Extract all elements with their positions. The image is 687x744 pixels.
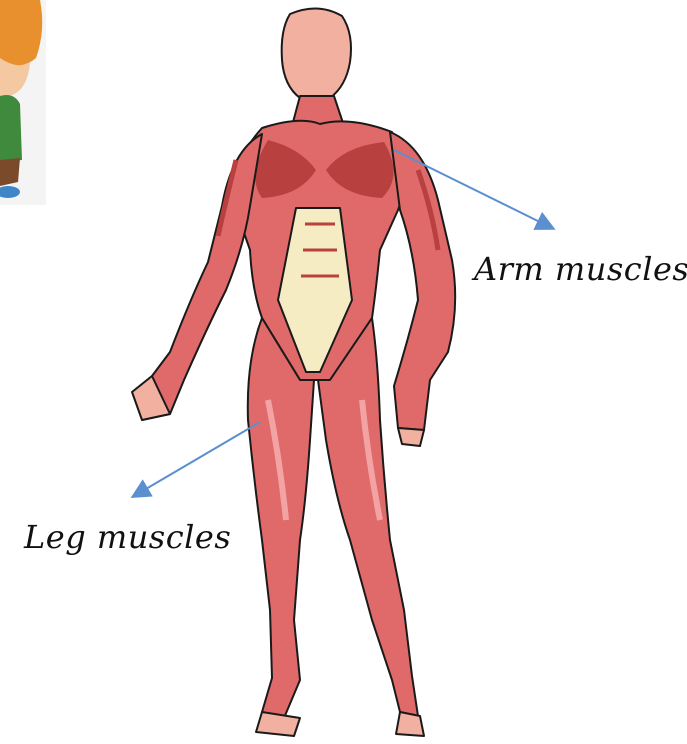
leg-muscles-label: Leg muscles [24, 518, 231, 556]
cartoon-child-icon [0, 0, 46, 205]
arm-muscles-label: Arm muscles [474, 250, 687, 288]
leg-pointer-arrow [134, 422, 260, 496]
human-body-icon [132, 8, 455, 736]
